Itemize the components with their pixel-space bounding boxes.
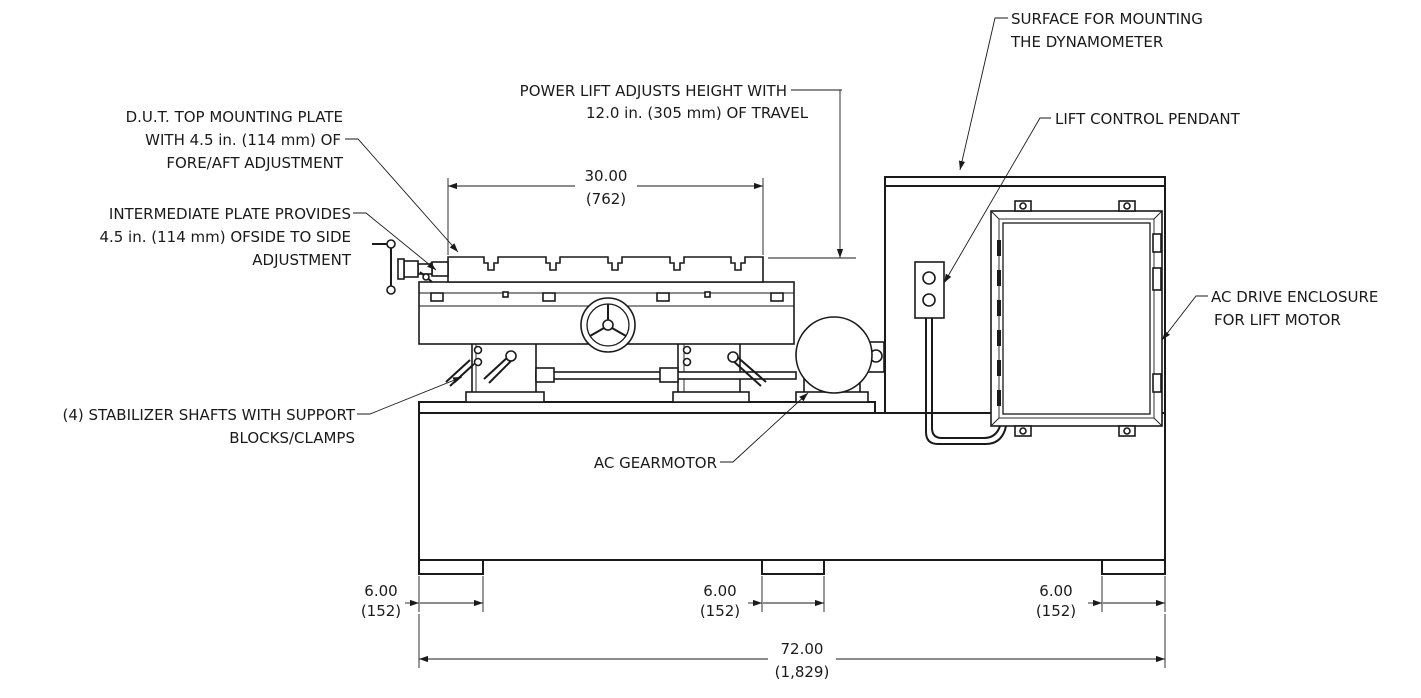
callout-power-lift: POWER LIFT ADJUSTS HEIGHT WITH 12.0 in. … bbox=[520, 82, 842, 122]
callout-power-lift-line2: 12.0 in. (305 mm) OF TRAVEL bbox=[586, 104, 809, 122]
callout-gearmotor: AC GEARMOTOR bbox=[594, 392, 809, 472]
dimension-lift-travel bbox=[768, 90, 856, 259]
callout-intermediate-line3: ADJUSTMENT bbox=[252, 251, 352, 269]
callout-pendant-text: LIFT CONTROL PENDANT bbox=[1055, 110, 1241, 128]
callout-gearmotor-text: AC GEARMOTOR bbox=[594, 454, 717, 472]
ac-drive-enclosure bbox=[990, 200, 1163, 437]
dim-foot-right-in: 6.00 bbox=[1039, 582, 1072, 600]
callout-pendant: LIFT CONTROL PENDANT bbox=[943, 110, 1241, 284]
dim-overall-mm: (1,829) bbox=[775, 663, 830, 681]
support-block-right bbox=[672, 342, 750, 403]
base-cabinet bbox=[418, 412, 1166, 561]
foot-left bbox=[418, 559, 484, 575]
machine bbox=[372, 176, 1166, 575]
lift-deck-plate bbox=[418, 401, 876, 414]
side-crank bbox=[372, 239, 449, 295]
callout-power-lift-line1: POWER LIFT ADJUSTS HEIGHT WITH bbox=[520, 82, 787, 100]
callout-dut: D.U.T. TOP MOUNTING PLATE WITH 4.5 in. (… bbox=[126, 108, 459, 253]
dim-foot-left-mm: (152) bbox=[361, 602, 401, 620]
callout-stabilizer-line1: (4) STABILIZER SHAFTS WITH SUPPORT bbox=[63, 406, 356, 424]
callout-intermediate-line2: 4.5 in. (114 mm) OFSIDE TO SIDE bbox=[99, 228, 351, 246]
callout-ac-drive-line1: AC DRIVE ENCLOSURE bbox=[1211, 288, 1378, 306]
ac-gearmotor bbox=[795, 316, 885, 403]
callout-intermediate-line1: INTERMEDIATE PLATE PROVIDES bbox=[109, 205, 351, 223]
callout-stabilizer-line2: BLOCKS/CLAMPS bbox=[229, 429, 355, 447]
callout-surface-line1: SURFACE FOR MOUNTING bbox=[1011, 10, 1203, 28]
callout-surface-line2: THE DYNAMOMETER bbox=[1010, 33, 1163, 51]
dim-top-plate-mm: (762) bbox=[586, 190, 626, 208]
dim-top-plate-in: 30.00 bbox=[585, 167, 628, 185]
dim-overall-in: 72.00 bbox=[781, 640, 824, 658]
callout-stabilizer: (4) STABILIZER SHAFTS WITH SUPPORT BLOCK… bbox=[63, 376, 463, 447]
handwheel bbox=[580, 297, 636, 353]
dim-foot-middle-in: 6.00 bbox=[703, 582, 736, 600]
clamp-handles bbox=[445, 350, 767, 387]
dimension-overall: 72.00 (1,829) bbox=[418, 614, 1166, 681]
support-block-left bbox=[465, 342, 545, 403]
dim-foot-right-mm: (152) bbox=[1036, 602, 1076, 620]
callout-ac-drive: AC DRIVE ENCLOSURE FOR LIFT MOTOR bbox=[1161, 288, 1378, 341]
callout-intermediate: INTERMEDIATE PLATE PROVIDES 4.5 in. (114… bbox=[99, 205, 437, 271]
dim-foot-left-in: 6.00 bbox=[364, 582, 397, 600]
callout-dut-line1: D.U.T. TOP MOUNTING PLATE bbox=[126, 108, 343, 126]
callout-dut-line3: FORE/AFT ADJUSTMENT bbox=[166, 154, 343, 172]
callout-ac-drive-line2: FOR LIFT MOTOR bbox=[1214, 311, 1341, 329]
lift-control-pendant bbox=[914, 261, 1009, 445]
foot-middle bbox=[761, 559, 825, 575]
dimension-foot-middle: 6.00 (152) bbox=[700, 576, 825, 620]
dim-foot-middle-mm: (152) bbox=[700, 602, 740, 620]
dimension-top-plate: 30.00 (762) bbox=[447, 167, 764, 255]
dimension-foot-right: 6.00 (152) bbox=[1036, 576, 1166, 620]
foot-right bbox=[1101, 559, 1166, 575]
callout-surface: SURFACE FOR MOUNTING THE DYNAMOMETER bbox=[958, 10, 1203, 171]
callout-dut-line2: WITH 4.5 in. (114 mm) OF bbox=[145, 131, 341, 149]
top-mounting-plate bbox=[447, 256, 764, 283]
dimension-foot-left: 6.00 (152) bbox=[361, 576, 484, 620]
